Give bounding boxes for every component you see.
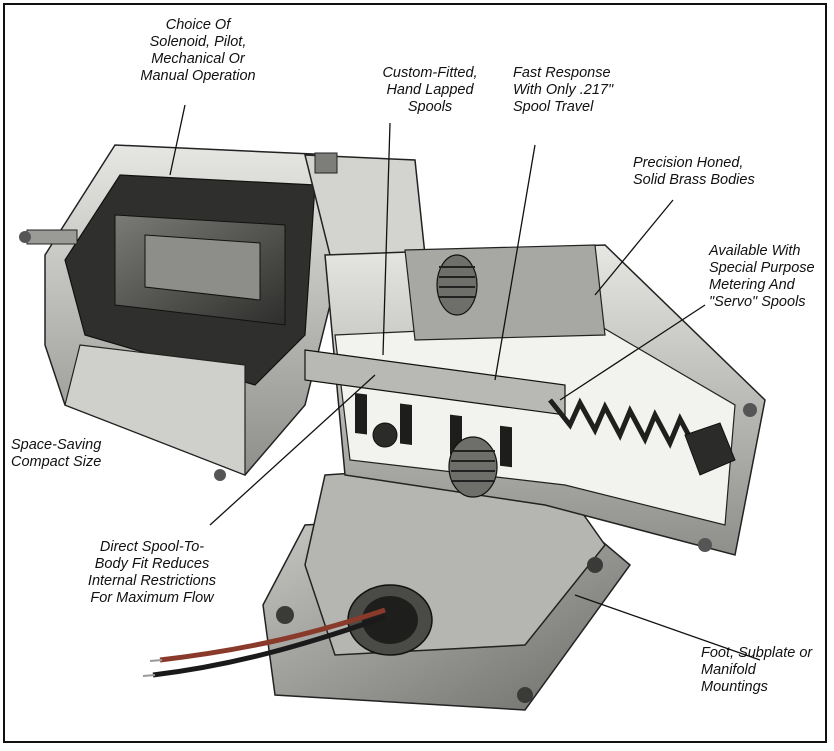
diagram-frame: Choice Of Solenoid, Pilot, Mechanical Or… bbox=[3, 3, 827, 743]
label-response: Fast Response With Only .217" Spool Trav… bbox=[513, 65, 614, 115]
label-compact: Space-Saving Compact Size bbox=[11, 437, 102, 470]
threaded-ports bbox=[372, 254, 498, 498]
leader-mountings bbox=[574, 594, 761, 661]
spool bbox=[304, 349, 566, 468]
label-direct-fit: Direct Spool-To- Body Fit Reduces Intern… bbox=[87, 539, 217, 606]
solenoid-housing bbox=[19, 144, 346, 476]
leader-response bbox=[494, 144, 536, 381]
leader-special bbox=[559, 304, 706, 401]
leader-bodies bbox=[594, 199, 674, 296]
leader-lines bbox=[169, 104, 761, 661]
leader-spools bbox=[382, 122, 391, 356]
label-spools: Custom-Fitted, Hand Lapped Spools bbox=[382, 65, 478, 115]
leader-operation bbox=[169, 104, 186, 176]
label-mountings: Foot, Subplate or Manifold Mountings bbox=[701, 645, 813, 695]
valve-cutaway-illustration bbox=[19, 104, 766, 711]
lead-wires bbox=[142, 607, 386, 678]
label-bodies: Precision Honed, Solid Brass Bodies bbox=[633, 155, 755, 188]
return-spring bbox=[548, 397, 736, 476]
leader-direct-fit bbox=[209, 374, 376, 526]
label-special: Available With Special Purpose Metering … bbox=[709, 243, 815, 310]
label-operation: Choice Of Solenoid, Pilot, Mechanical Or… bbox=[140, 17, 256, 84]
base-plate bbox=[262, 459, 632, 711]
